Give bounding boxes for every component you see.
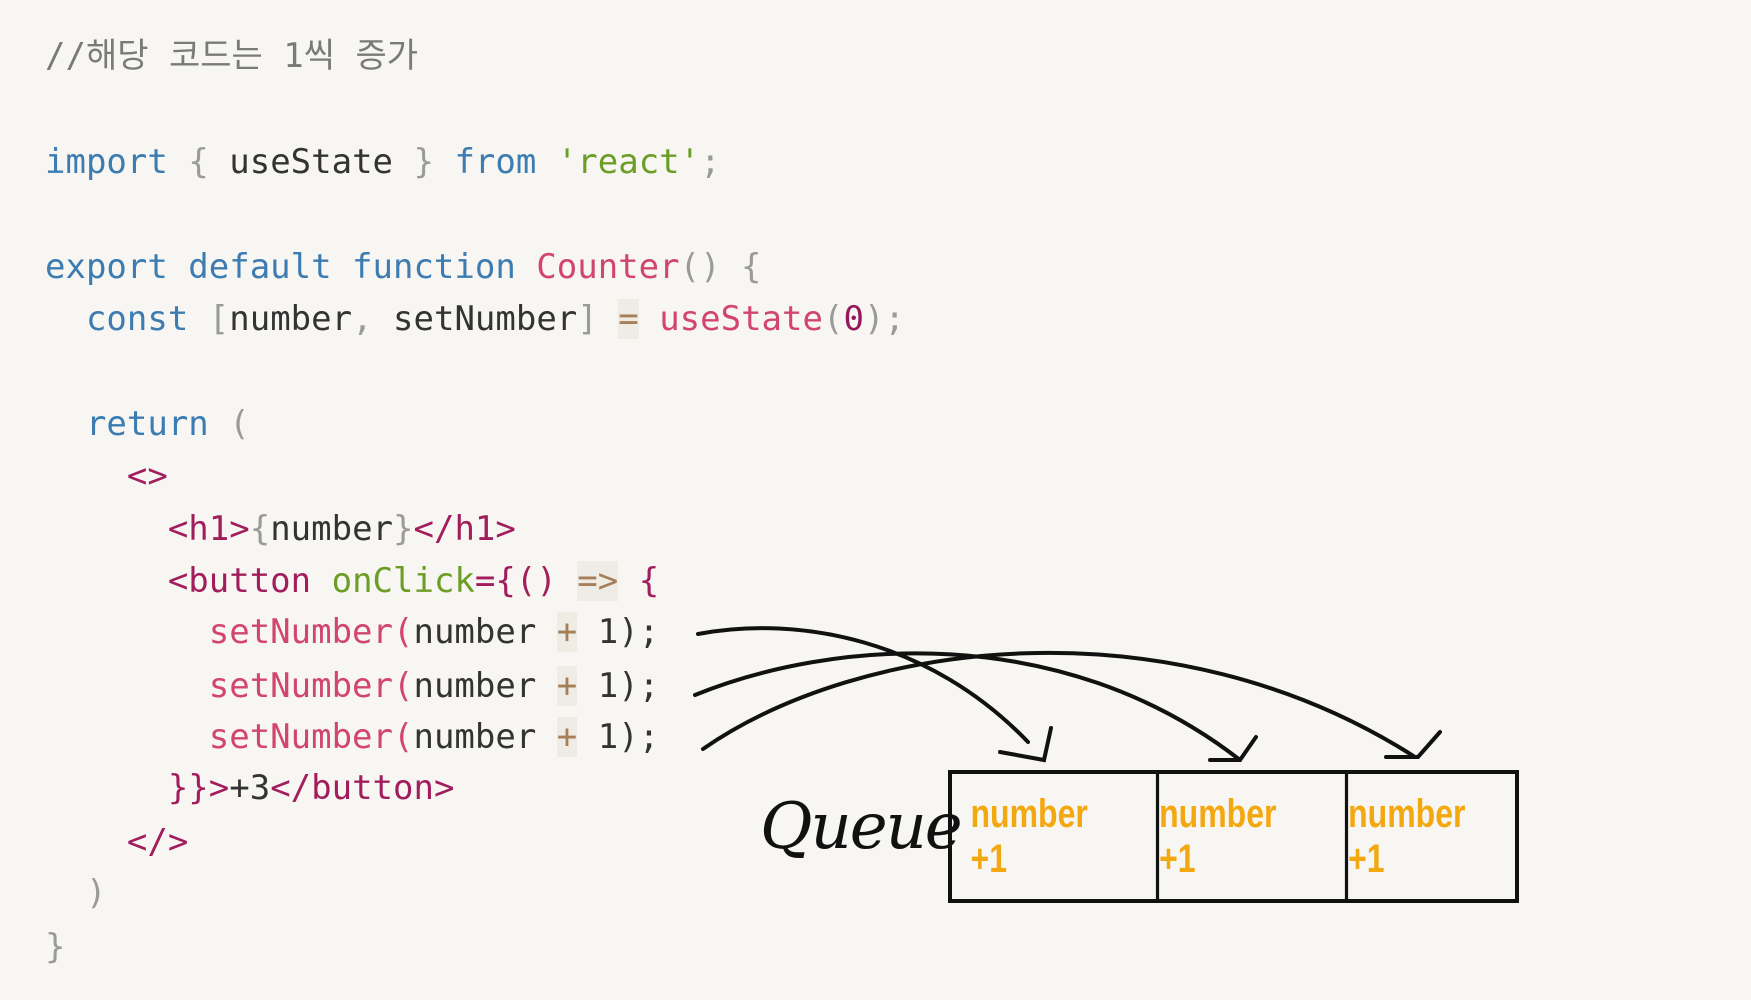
code-line: return ( (45, 404, 250, 444)
code-token: }}> (167, 768, 230, 808)
code-token: //해당 코드는 1씩 증가 (45, 36, 419, 76)
code-token: } (393, 142, 455, 182)
code-token: <h1> (167, 509, 250, 549)
code-token: <> (126, 456, 168, 496)
code-token: number (270, 509, 394, 549)
code-token: } (45, 927, 66, 967)
code-token: => (577, 561, 619, 601)
code-token: = (618, 299, 639, 339)
code-token: number (413, 666, 537, 706)
arrow-3-head (1384, 730, 1442, 759)
code-line: setNumber(number + 1); (45, 666, 659, 706)
code-token: setNumber (208, 612, 393, 652)
code-token: [ (188, 299, 230, 339)
code-line: const [number, setNumber] = useState(0); (45, 299, 905, 339)
code-token: number (413, 717, 537, 757)
arrow-1 (696, 626, 1030, 744)
code-line: //해당 코드는 1씩 증가 (45, 36, 418, 76)
code-line: import { useState } from 'react'; (45, 142, 721, 182)
code-line: export default function Counter() { (45, 247, 761, 287)
code-token: ( (822, 299, 844, 339)
code-token: setNumber (208, 666, 393, 706)
code-token: + (556, 612, 578, 652)
code-token: { (167, 142, 230, 182)
code-token: ={() (474, 561, 578, 601)
code-line: ) (45, 873, 106, 913)
code-token: const (85, 299, 189, 339)
code-token: 1 (577, 717, 619, 757)
arrow-1-head (998, 726, 1053, 763)
code-token: from (454, 142, 537, 182)
code-token: () { (679, 247, 762, 287)
code-token: + (556, 666, 578, 706)
code-line: setNumber(number + 1); (45, 717, 659, 757)
code-token: <button (167, 561, 312, 601)
code-line: </> (45, 822, 188, 862)
code-token: ); (618, 717, 660, 757)
code-token: </button> (270, 768, 455, 808)
code-token: </h1> (413, 509, 516, 549)
code-token: number (413, 612, 537, 652)
code-token: 1 (577, 612, 619, 652)
queue-cell: number +1 (1344, 774, 1496, 899)
code-token: 1 (577, 666, 619, 706)
code-token: ( (393, 612, 414, 652)
queue-cell: number +1 (1155, 774, 1307, 899)
code-token: + (556, 717, 578, 757)
queue-cell: number +1 (970, 791, 1088, 881)
code-token: onClick (331, 561, 475, 601)
code-token: </> (126, 822, 189, 862)
code-token: ) (85, 873, 107, 913)
arrow-2 (693, 651, 1242, 762)
code-token: , (352, 299, 394, 339)
code-token: 'react' (556, 142, 701, 182)
code-token: ( (393, 666, 414, 706)
arrow-2-head (1208, 735, 1258, 762)
code-token: import (45, 142, 168, 182)
code-line: setNumber(number + 1); (45, 612, 659, 652)
arrow-3 (701, 650, 1417, 759)
code-token: ); (863, 299, 905, 339)
code-token: } (393, 509, 414, 549)
code-line: <h1>{number}</h1> (45, 509, 516, 549)
code-token: setNumber (208, 717, 393, 757)
code-token: setNumber (393, 299, 578, 339)
code-token: ); (618, 666, 660, 706)
queue-box: number +1 number +1 number +1 (948, 770, 1519, 903)
code-token: ; (700, 142, 721, 182)
code-token: Counter (536, 247, 680, 287)
queue-label: Queue (760, 790, 963, 864)
code-token: ] (577, 299, 619, 339)
code-token: 0 (843, 299, 864, 339)
code-token: ( (393, 717, 414, 757)
code-token: export default function (45, 247, 516, 287)
code-line: <button onClick={() => { (45, 561, 659, 601)
code-token: useState (659, 299, 823, 339)
code-token: useState (229, 142, 394, 182)
code-token: ); (618, 612, 660, 652)
code-token: { (618, 561, 660, 601)
code-line: <> (45, 456, 168, 496)
code-token: +3 (229, 768, 271, 808)
code-token: ( (208, 404, 250, 444)
code-token: { (249, 509, 271, 549)
code-token: number (229, 299, 353, 339)
code-token: return (85, 404, 209, 444)
code-line: } (45, 927, 65, 967)
code-line: }}>+3</button> (45, 768, 455, 808)
